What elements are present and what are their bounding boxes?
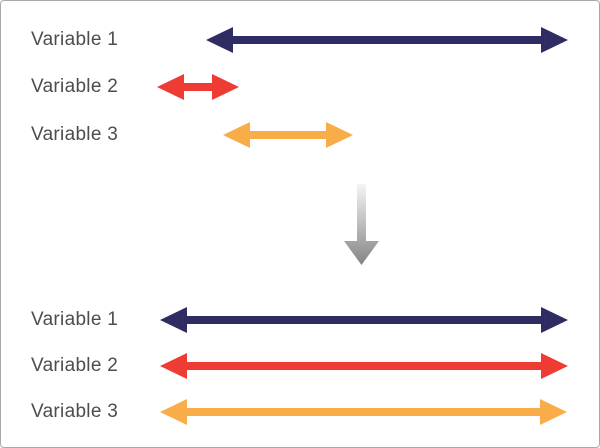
after-row-variable-2: Variable 2 — [1, 346, 599, 386]
variable-1-label: Variable 1 — [31, 29, 119, 50]
variable-2-label: Variable 2 — [31, 355, 119, 376]
before-row-variable-3: Variable 3 — [1, 115, 599, 155]
before-row-variable-1: Variable 1 — [1, 20, 599, 60]
after-row-variable-3: Variable 3 — [1, 392, 599, 432]
variable-1-label: Variable 1 — [31, 309, 119, 330]
after-row-variable-1: Variable 1 — [1, 300, 599, 340]
transform-down-arrow-icon — [344, 184, 379, 265]
variable-3-range-arrow — [223, 122, 353, 148]
before-row-variable-2: Variable 2 — [1, 67, 599, 107]
variable-1-range-arrow — [206, 27, 568, 53]
variable-1-range-arrow — [160, 307, 568, 333]
variable-2-label: Variable 2 — [31, 76, 119, 97]
variable-2-range-arrow — [160, 353, 568, 379]
variable-3-range-arrow — [160, 399, 567, 425]
variable-3-label: Variable 3 — [31, 401, 119, 422]
variable-2-range-arrow — [157, 74, 239, 100]
variable-3-label: Variable 3 — [31, 124, 119, 145]
